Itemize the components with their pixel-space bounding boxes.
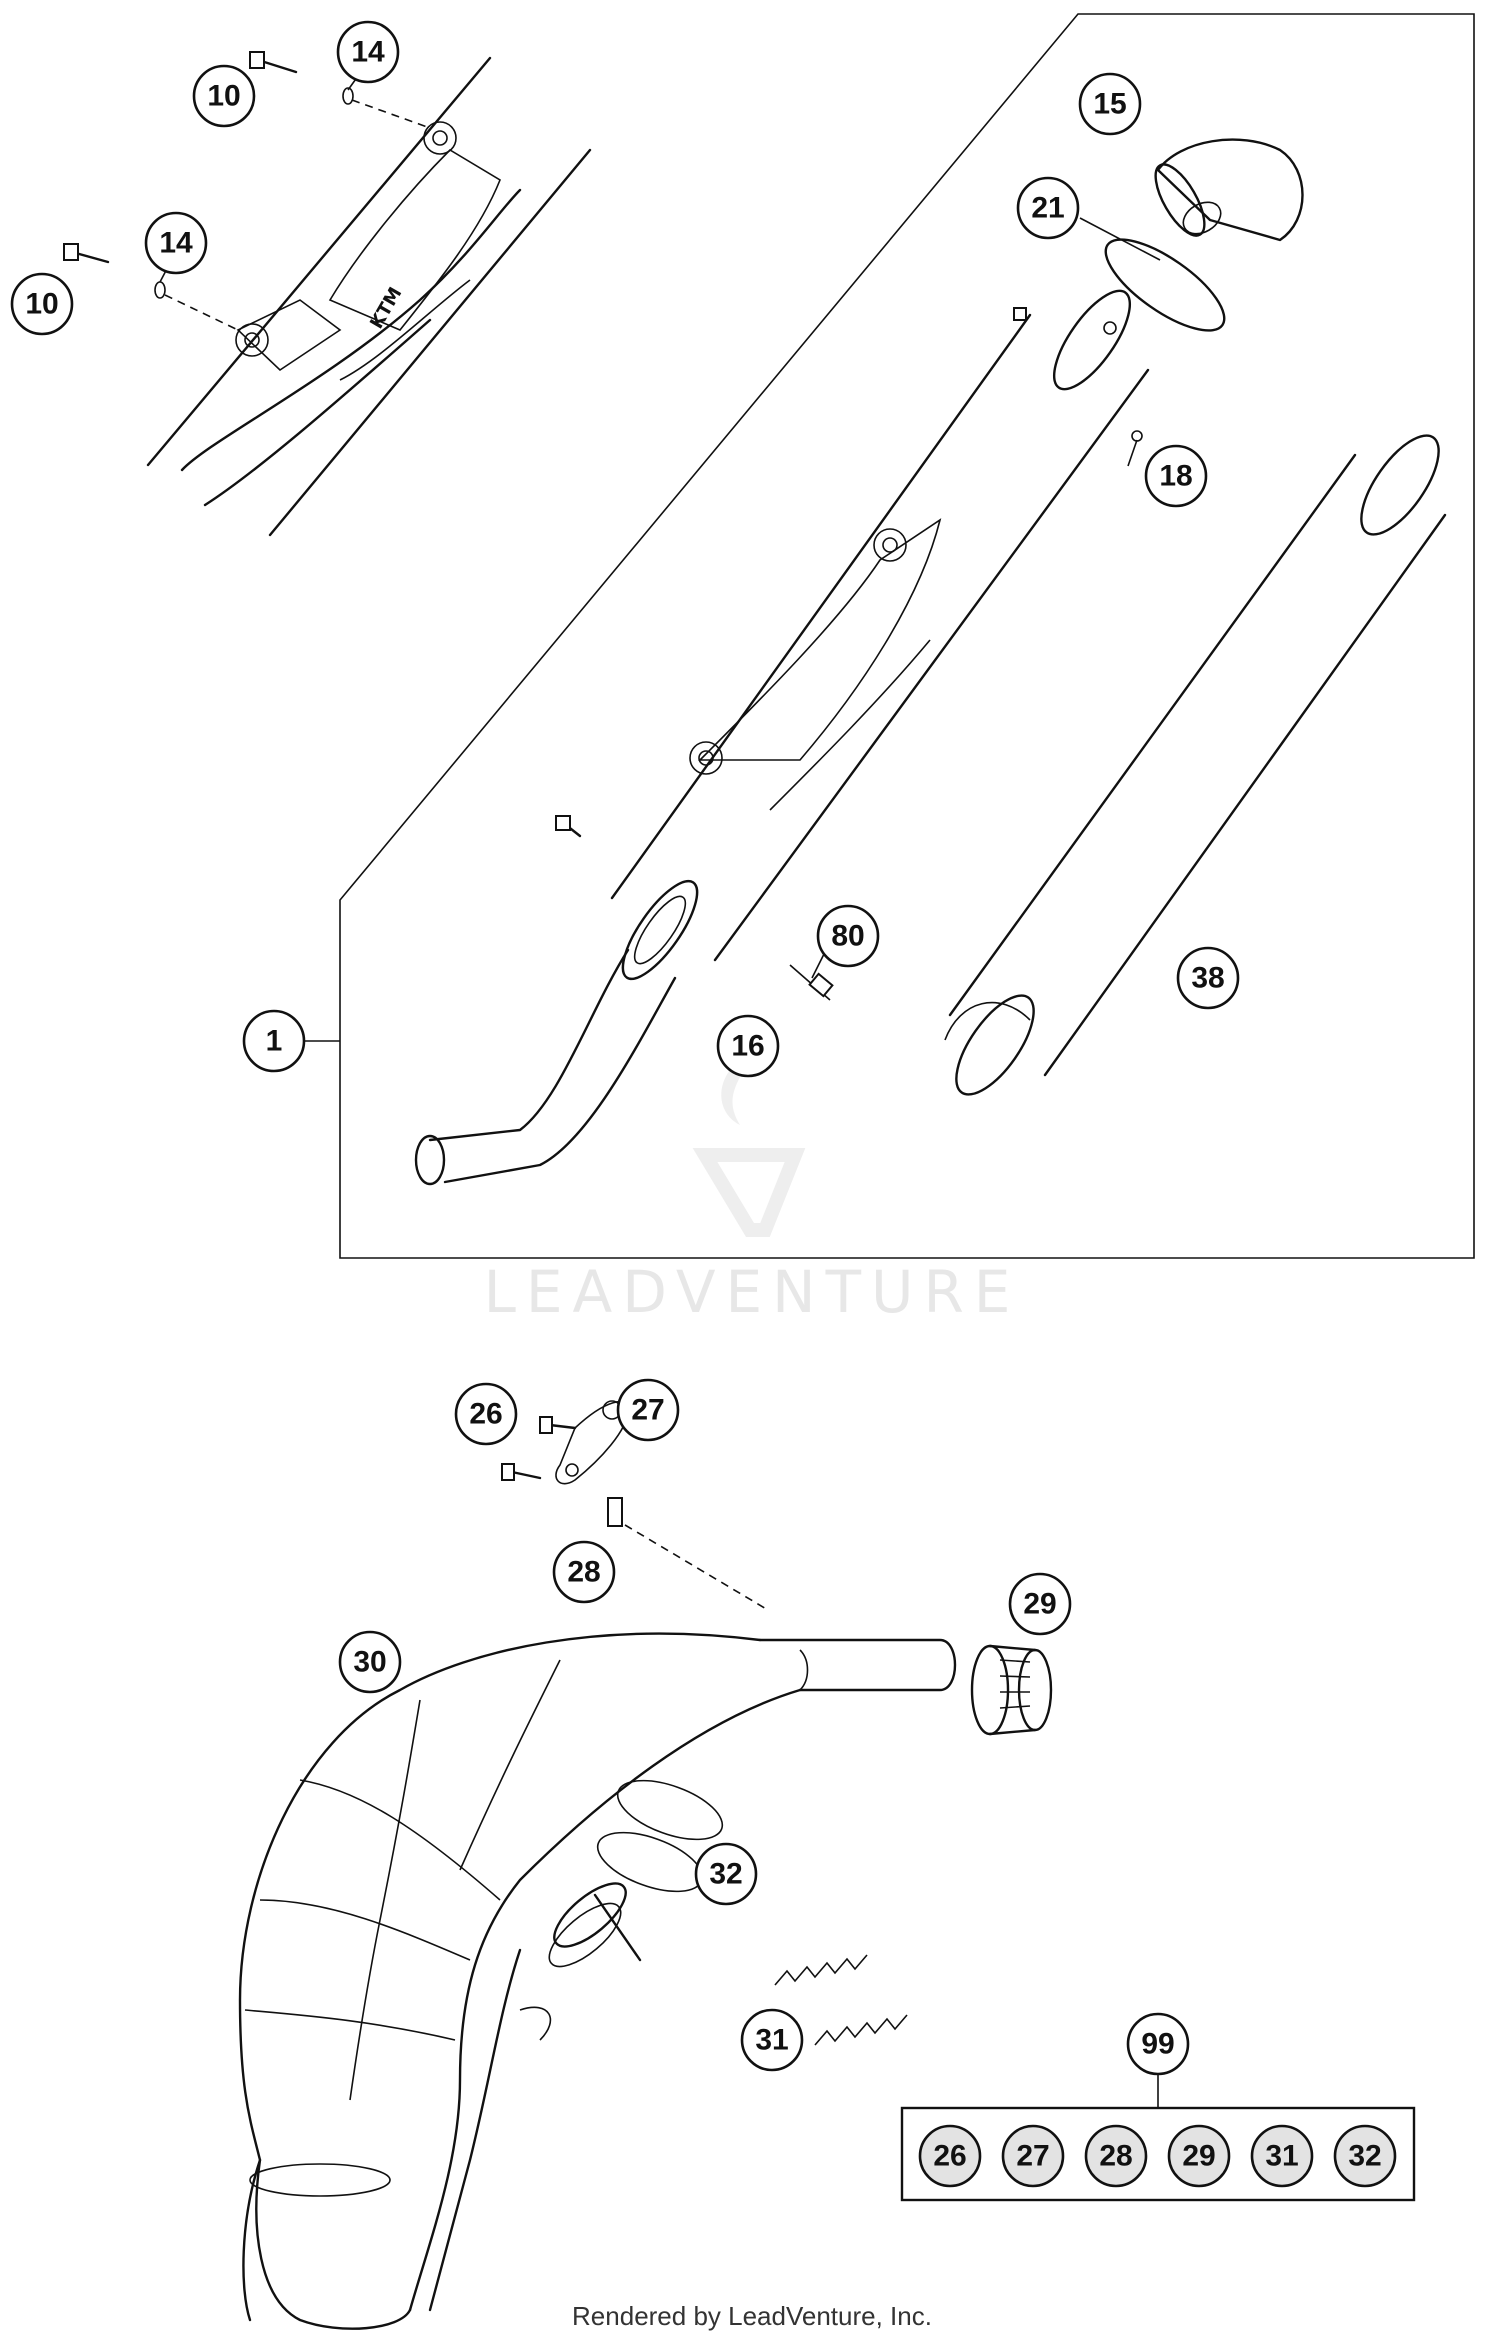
svg-text:21: 21	[1031, 192, 1064, 225]
svg-text:18: 18	[1159, 460, 1192, 493]
kit-item-27: 27	[1001, 2124, 1065, 2188]
callout-16: 16	[716, 1014, 780, 1078]
svg-text:14: 14	[351, 36, 385, 69]
callout-1: 1	[242, 1009, 306, 1073]
callout-10-lower: 10	[10, 272, 74, 336]
kit-box	[900, 2106, 1416, 2202]
kit-item-32: 32	[1333, 2124, 1397, 2188]
callout-27: 27	[616, 1378, 680, 1442]
svg-text:80: 80	[831, 920, 864, 953]
silencer-packing-drawing	[944, 434, 1447, 1096]
callout-99: 99	[1126, 2012, 1190, 2076]
watermark-logo	[692, 1060, 806, 1237]
callout-15: 15	[1078, 72, 1142, 136]
svg-text:26: 26	[933, 2140, 966, 2173]
svg-text:29: 29	[1023, 1588, 1056, 1621]
svg-text:28: 28	[567, 1556, 600, 1589]
svg-text:27: 27	[631, 1394, 664, 1427]
svg-text:28: 28	[1099, 2140, 1132, 2173]
svg-text:31: 31	[755, 2024, 788, 2057]
muffler-drawing	[414, 289, 1150, 1186]
svg-text:16: 16	[731, 1030, 764, 1063]
svg-text:32: 32	[1348, 2140, 1381, 2173]
callout-10-top: 10	[192, 64, 256, 128]
leader-lines	[159, 75, 1161, 1048]
svg-text:1: 1	[266, 1025, 283, 1058]
muffler-group-frame	[339, 13, 1475, 1259]
exhaust-pipe-drawing	[238, 1400, 1053, 2330]
callout-38: 38	[1176, 946, 1240, 1010]
svg-text:30: 30	[353, 1646, 386, 1679]
svg-text:29: 29	[1182, 2140, 1215, 2173]
footer-credit: Rendered by LeadVenture, Inc.	[572, 2301, 932, 2331]
callout-14-top: 14	[336, 20, 400, 84]
svg-text:14: 14	[159, 227, 193, 260]
callout-14-lower: 14	[144, 211, 208, 275]
callout-31: 31	[740, 2008, 804, 2072]
svg-text:10: 10	[207, 80, 240, 113]
callout-26: 26	[454, 1382, 518, 1446]
bracket-detail-drawing: KTM	[63, 51, 592, 537]
callout-18: 18	[1144, 444, 1208, 508]
svg-text:10: 10	[25, 288, 58, 321]
svg-text:99: 99	[1141, 2028, 1174, 2061]
callout-30: 30	[338, 1630, 402, 1694]
svg-text:26: 26	[469, 1398, 502, 1431]
kit-item-26: 26	[918, 2124, 982, 2188]
callout-21: 21	[1016, 176, 1080, 240]
watermark-text: LEADVENTURE	[484, 1258, 1021, 1326]
end-cap-drawing	[1104, 138, 1304, 332]
callout-28: 28	[552, 1540, 616, 1604]
svg-text:27: 27	[1016, 2140, 1049, 2173]
kit-item-31: 31	[1250, 2124, 1314, 2188]
kit-item-28: 28	[1084, 2124, 1148, 2188]
svg-text:31: 31	[1265, 2140, 1298, 2173]
callout-29: 29	[1008, 1572, 1072, 1636]
kit-item-29: 29	[1167, 2124, 1231, 2188]
svg-text:38: 38	[1191, 962, 1224, 995]
svg-text:15: 15	[1093, 88, 1126, 121]
svg-text:32: 32	[709, 1858, 742, 1891]
callout-80: 80	[816, 904, 880, 968]
callout-32: 32	[694, 1842, 758, 1906]
svg-text:KTM: KTM	[366, 284, 406, 333]
